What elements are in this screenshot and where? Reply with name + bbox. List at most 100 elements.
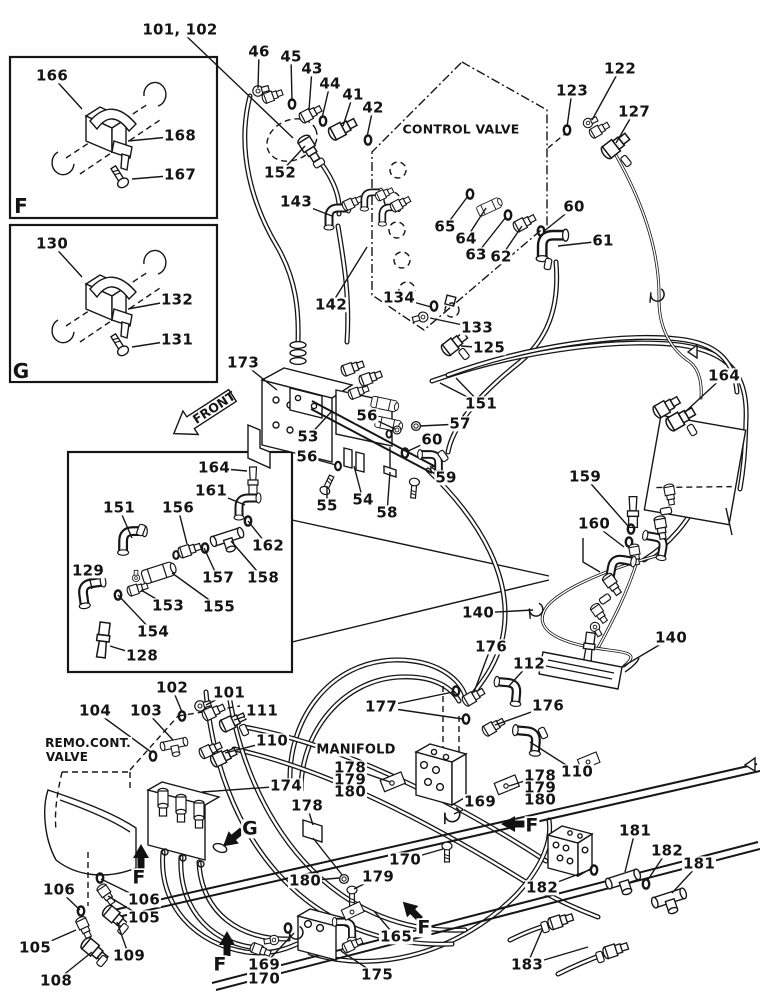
leader-line	[242, 362, 278, 391]
leader-line	[263, 932, 295, 966]
leader-line	[55, 951, 93, 982]
leader-line	[455, 377, 482, 405]
inset-box-g	[8, 223, 219, 384]
leader-line	[127, 135, 181, 142]
leader-line	[330, 246, 368, 306]
leader-line	[279, 145, 306, 174]
leader-line	[131, 339, 178, 348]
leader-line	[171, 572, 220, 608]
leader-line	[444, 195, 469, 228]
leader-line	[140, 589, 169, 607]
view-arrow-f	[501, 816, 526, 832]
leader-line	[233, 710, 263, 721]
leader-line	[100, 878, 145, 901]
leader-line	[453, 801, 481, 815]
leader-line	[295, 201, 333, 217]
leader-line	[366, 107, 374, 138]
leader-line	[494, 705, 549, 726]
leader-line	[213, 467, 248, 472]
leader-line	[508, 775, 541, 787]
leader-line	[671, 863, 700, 894]
view-arrow-f	[133, 844, 149, 869]
view-arrow-f	[402, 901, 423, 922]
leader-line	[526, 929, 543, 966]
leader-line	[58, 889, 81, 911]
leader-line	[429, 317, 478, 329]
leader-line	[205, 692, 230, 706]
leader-line	[210, 490, 246, 506]
leader-line	[419, 423, 461, 427]
leader-line	[593, 523, 625, 548]
inset-box-detail	[66, 450, 550, 674]
leader-line	[340, 950, 378, 976]
leader-line	[306, 456, 337, 466]
inset-box-f	[8, 55, 219, 220]
leader-line	[529, 741, 578, 773]
bracket-hardware	[318, 420, 450, 499]
view-arrow-f	[219, 931, 235, 956]
leader-line	[109, 645, 143, 657]
leader-line	[646, 850, 668, 882]
leader-line	[171, 687, 183, 713]
leader-line	[615, 111, 635, 144]
leader-line	[473, 646, 492, 693]
cluster-181-183	[539, 825, 692, 964]
leader-line	[404, 848, 444, 861]
leader-line	[507, 663, 530, 688]
leader-line	[621, 637, 672, 668]
leader-line	[87, 570, 93, 590]
leader-line	[405, 439, 433, 453]
leader-line	[439, 382, 482, 405]
leader-line	[398, 297, 432, 308]
remo-cont-valve	[44, 705, 241, 906]
view-arrow-g	[223, 827, 245, 847]
leader-line	[380, 691, 454, 708]
leader-line	[477, 609, 534, 614]
valve-assembly-175	[248, 900, 366, 961]
leader-line	[349, 767, 391, 783]
leader-line	[247, 520, 269, 547]
hose-end-159-160	[525, 482, 678, 690]
leader-line	[145, 710, 174, 741]
leader-line	[342, 94, 354, 127]
leader-line	[557, 240, 604, 247]
leader-line	[429, 465, 447, 479]
manifold-block	[414, 686, 468, 807]
leader-line	[116, 921, 130, 957]
leader-line	[584, 476, 629, 527]
leader-line	[131, 174, 181, 180]
leader-line	[107, 895, 145, 919]
leader-line	[475, 216, 507, 256]
leader-line	[591, 68, 621, 121]
manifold-loop-fittings	[302, 676, 602, 907]
control-valve-outline	[371, 61, 567, 331]
leader-line	[307, 410, 333, 438]
leader-line	[51, 75, 83, 110]
leader-line	[179, 29, 294, 139]
leader-line	[51, 243, 83, 278]
leader-line	[177, 507, 188, 545]
leader-line	[353, 465, 364, 501]
leader-line	[306, 805, 314, 826]
leader-line	[465, 207, 487, 240]
leader-line	[526, 946, 589, 966]
leader-line	[304, 877, 340, 882]
leader-line	[321, 83, 331, 119]
top-fitting-chain	[251, 82, 413, 230]
leader-line	[308, 68, 313, 111]
leader-line	[257, 51, 260, 89]
leader-line	[353, 876, 379, 890]
leader-line	[224, 740, 273, 754]
leader-line	[34, 929, 77, 949]
leader-line	[230, 540, 264, 579]
leader-line	[94, 710, 152, 753]
leader-line	[460, 345, 490, 349]
leader-line	[373, 910, 397, 938]
leader-line	[117, 594, 154, 633]
leader-line	[127, 299, 178, 310]
leader-line	[542, 206, 575, 233]
leader-line	[380, 706, 464, 720]
